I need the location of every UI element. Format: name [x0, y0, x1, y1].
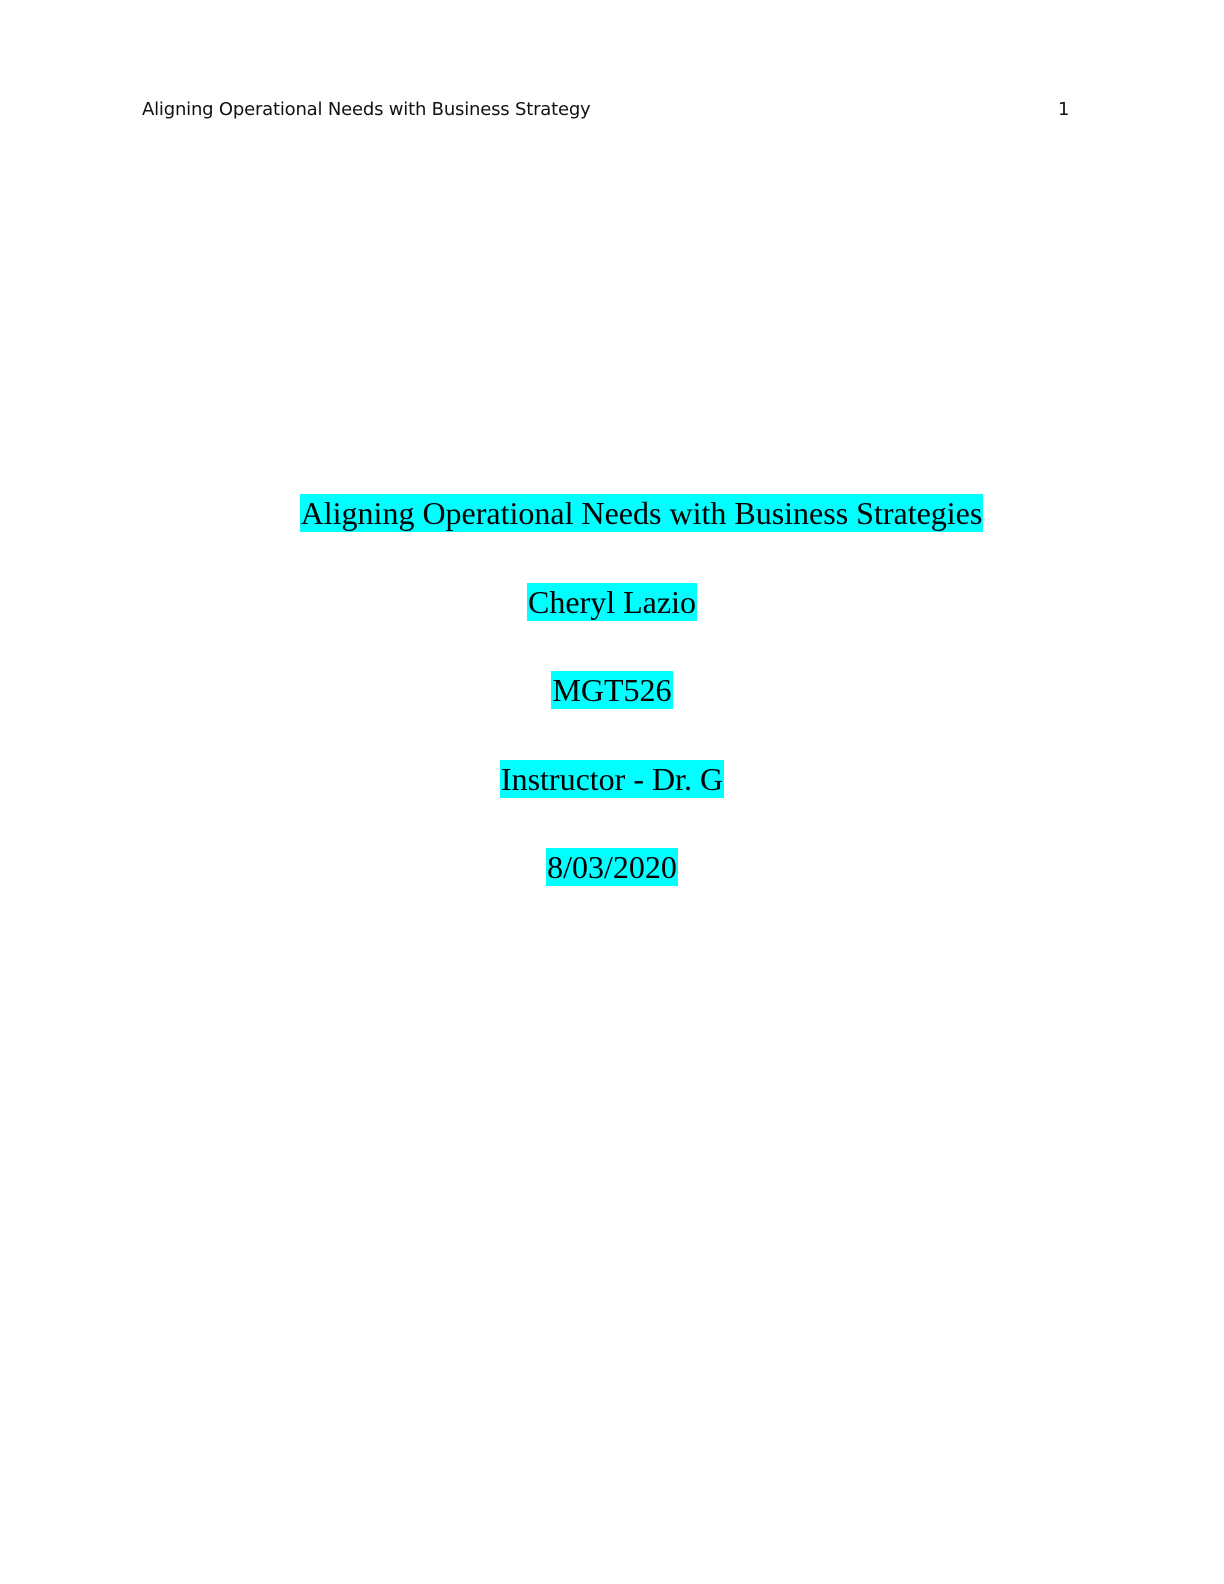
- instructor-line: Instructor - Dr. G: [0, 759, 1224, 849]
- submission-date: 8/03/2020: [546, 848, 678, 886]
- date-line: 8/03/2020: [0, 848, 1224, 937]
- author-line: Cheryl Lazio: [0, 582, 1224, 672]
- title-line: Aligning Operational Needs with Business…: [0, 494, 1224, 583]
- title-block: Aligning Operational Needs with Business…: [0, 494, 1224, 937]
- course-line: MGT526: [0, 671, 1224, 760]
- paper-title: Aligning Operational Needs with Business…: [299, 494, 984, 532]
- running-head: Aligning Operational Needs with Business…: [142, 99, 591, 120]
- page-number: 1: [1058, 99, 1070, 120]
- course-code: MGT526: [551, 671, 673, 709]
- instructor-name: Instructor - Dr. G: [499, 759, 725, 798]
- author-name: Cheryl Lazio: [527, 582, 697, 621]
